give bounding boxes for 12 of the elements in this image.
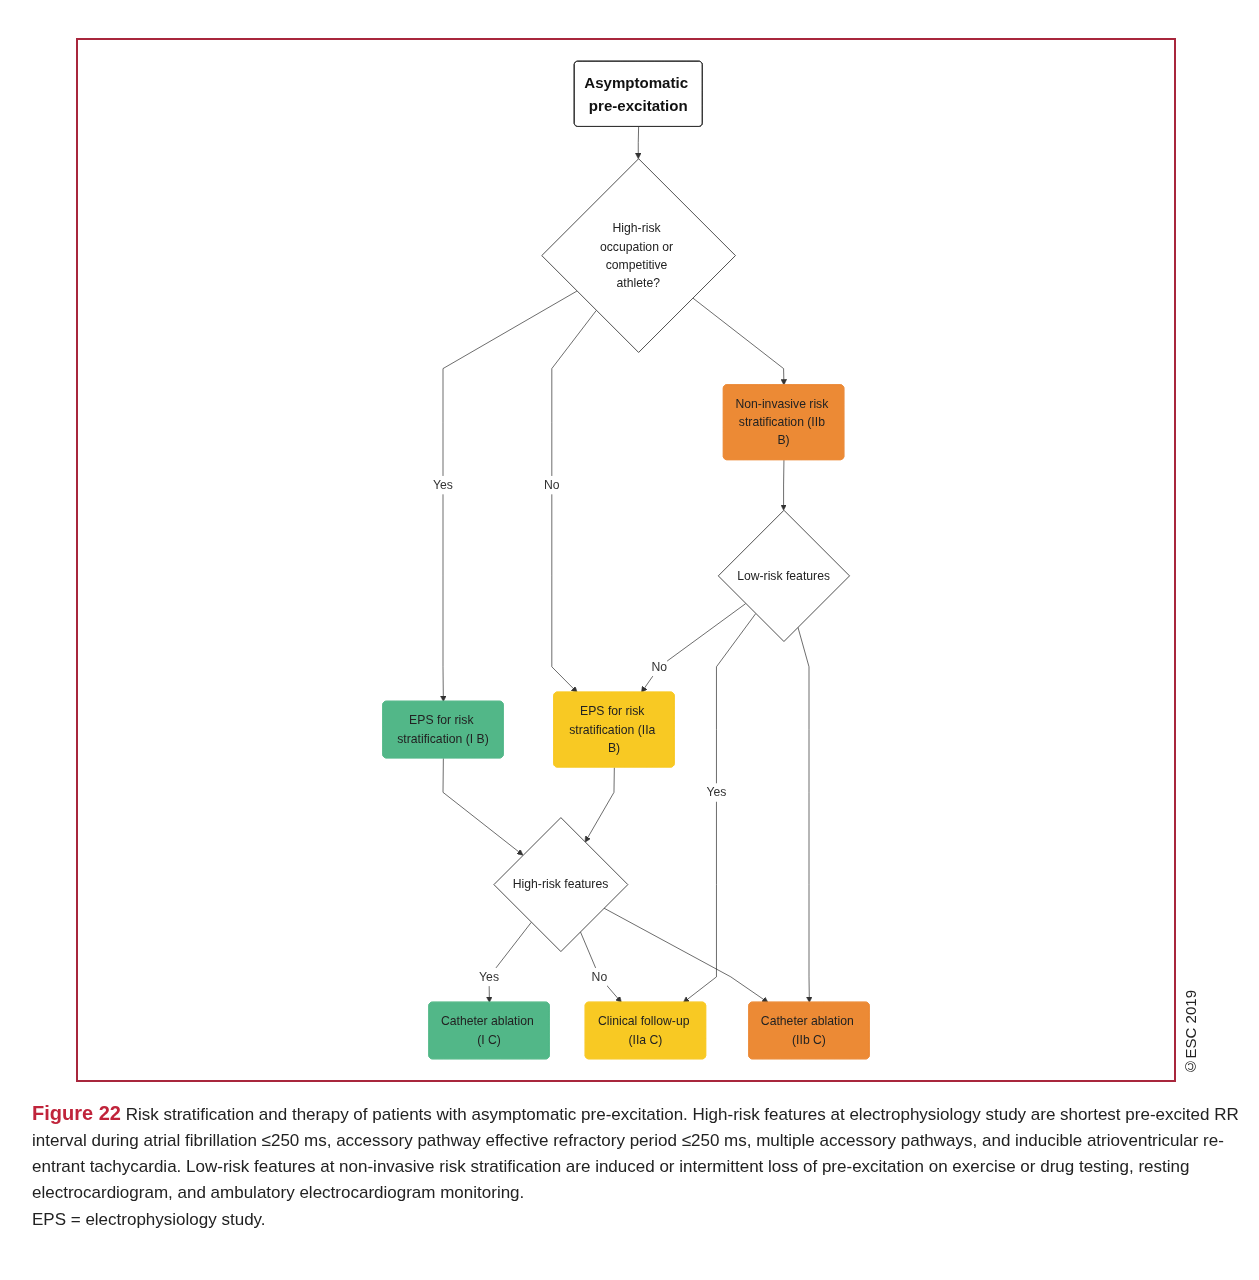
edge-label: No xyxy=(544,477,560,492)
edge-label: No xyxy=(651,659,668,674)
node-diamond: Low-risk features xyxy=(717,509,850,642)
figure-caption: Figure 22 Risk stratification and therapy of patients with asymptomatic pre-excitation. High-risk features at electrophysiology study are shortest pre-excited RR interval during atrial fibrillation ≤250 ms, accessory pathway effective refractory period ≤250 ms, multiple accessory pathways, and inducible atrioventricular re-entrant tachycardia. Low-risk features at non-invasive risk stratification are induced or intermittent loss of pre-excitation on exercise or drug testing, resting electrocardiogram, and ambulatory electrocardiogram monitoring. xyxy=(32,1101,1240,1204)
copyright-note: ©ESC 2019 xyxy=(1182,990,1199,1076)
edge-label: Yes xyxy=(706,785,727,799)
abbreviation-note: EPS = electrophysiology study. xyxy=(32,1210,266,1230)
node-diamond: High-risk features xyxy=(493,817,629,952)
edge-label: No xyxy=(591,969,608,984)
node-diamond: High-risk occupation or competitive athlete? xyxy=(541,158,736,353)
edge-label: Yes xyxy=(479,969,499,984)
edge-label: Yes xyxy=(433,477,453,492)
